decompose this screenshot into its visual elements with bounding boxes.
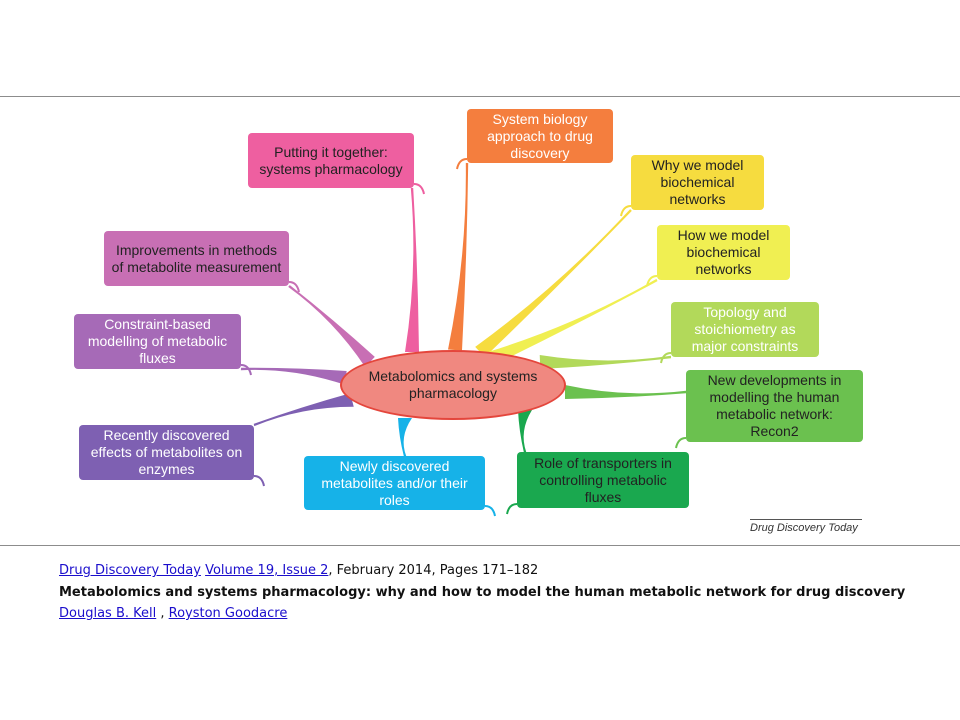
node-improvements: Improvements in methods of metabolite me… <box>104 231 289 286</box>
branch-topology <box>539 355 672 369</box>
branch-system-biology <box>448 162 469 351</box>
branch-hook-improvements <box>288 281 300 293</box>
node-constraint-based: Constraint-based modelling of metabolic … <box>74 314 241 369</box>
branch-how-model <box>489 278 658 365</box>
node-label: Why we model biochemical networks <box>651 157 744 207</box>
branch-recently-discovered <box>253 393 354 427</box>
node-label: How we model biochemical networks <box>677 227 770 277</box>
date-pages: , February 2014, Pages 171–182 <box>328 563 539 578</box>
node-label: Putting it together: systems pharmacolog… <box>259 143 403 177</box>
author-link-goodacre[interactable]: Royston Goodacre <box>168 606 288 621</box>
node-label: System biology approach to drug discover… <box>487 110 593 161</box>
node-label: Improvements in methods of metabolite me… <box>111 241 282 275</box>
node-label: Role of transporters in controlling meta… <box>534 454 672 505</box>
branch-new-developments <box>565 385 686 399</box>
author-separator: , <box>156 606 169 621</box>
author-link-kell[interactable]: Douglas B. Kell <box>59 606 157 621</box>
branch-hook-why-model <box>620 205 632 217</box>
branch-putting-together <box>405 188 419 352</box>
credit-underline <box>750 519 862 520</box>
branch-improvements <box>288 285 375 368</box>
top-rule <box>0 96 960 97</box>
figure-credit: Drug Discovery Today <box>750 522 858 534</box>
node-newly-discovered: Newly discovered metabolites and/or thei… <box>304 456 485 510</box>
branch-hook-how-model <box>646 275 658 287</box>
branch-hook-topology <box>660 352 672 364</box>
branch-hook-system-biology <box>456 158 468 170</box>
node-topology: Topology and stoichiometry as major cons… <box>671 302 819 357</box>
node-putting-together: Putting it together: systems pharmacolog… <box>248 133 414 188</box>
center-node-label: Metabolomics and systems pharmacology <box>368 368 538 401</box>
branch-hook-newly-discovered <box>484 505 496 517</box>
node-system-biology: System biology approach to drug discover… <box>467 109 613 163</box>
bottom-rule <box>0 545 960 546</box>
branch-why-model <box>475 209 632 358</box>
branch-hook-constraint-based <box>240 364 252 376</box>
branch-constraint-based <box>240 367 347 385</box>
branch-hook-recently-discovered <box>253 475 265 487</box>
node-transporters: Role of transporters in controlling meta… <box>517 452 689 508</box>
volume-link[interactable]: Volume 19, Issue 2 <box>205 563 329 578</box>
branch-hook-putting-together <box>413 183 425 195</box>
article-title: Metabolomics and systems pharmacology: w… <box>59 585 906 600</box>
node-label: Newly discovered metabolites and/or thei… <box>321 457 468 508</box>
center-node: Metabolomics and systems pharmacology <box>340 350 566 420</box>
branch-newly-discovered <box>398 418 412 456</box>
node-why-model: Why we model biochemical networks <box>631 155 764 210</box>
node-label: Topology and stoichiometry as major cons… <box>691 304 799 354</box>
node-label: Constraint-based modelling of metabolic … <box>87 316 228 366</box>
node-how-model: How we model biochemical networks <box>657 225 790 280</box>
branch-hook-new-developments <box>675 437 687 449</box>
branch-hook-transporters <box>506 503 518 515</box>
node-label: Recently discovered effects of metabolit… <box>90 427 243 477</box>
node-recently-discovered: Recently discovered effects of metabolit… <box>79 425 254 480</box>
mindmap-diagram <box>240 158 687 517</box>
citation-authors: Douglas B. Kell , Royston Goodacre <box>59 606 287 621</box>
node-new-developments: New developments in modelling the human … <box>686 370 863 442</box>
branch-transporters <box>518 410 532 452</box>
node-label: New developments in modelling the human … <box>707 372 842 439</box>
journal-link[interactable]: Drug Discovery Today <box>59 563 201 578</box>
citation-line-1: Drug Discovery Today Volume 19, Issue 2,… <box>59 563 538 578</box>
